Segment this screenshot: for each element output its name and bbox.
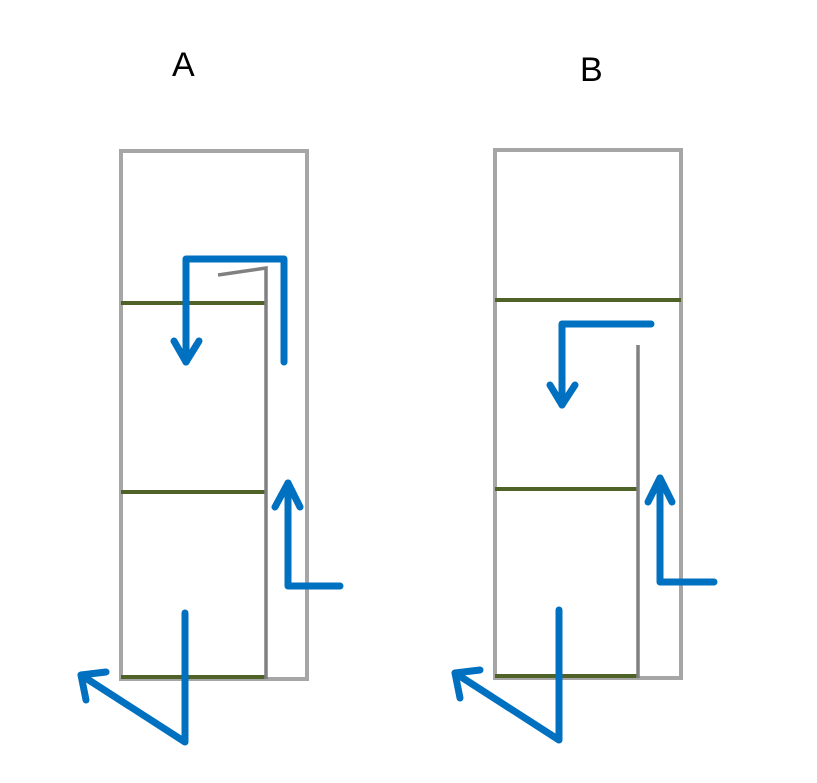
panel-b-label: B [580, 51, 603, 89]
panel-a-bottom-zigzag-arrowhead [77, 668, 110, 704]
panel-b-top-loop-arrowhead [546, 381, 579, 409]
panel-a-frame [119, 149, 309, 681]
panel-a-top-loop-arrow [182, 255, 288, 366]
panel-b-right-up-arrowhead [644, 474, 676, 506]
panel-b-top-loop-arrow [558, 320, 655, 409]
panel-b-frame [493, 148, 683, 680]
panel-a-right-up-arrow [284, 479, 344, 590]
panel-a-right-up-arrowhead [271, 479, 304, 511]
panel-b-bottom-zigzag-arrowhead [451, 666, 484, 702]
panel-a [77, 149, 344, 746]
panel-a-bottom-zigzag-arrow [77, 609, 189, 746]
panel-b [451, 148, 718, 744]
panel-a-label: A [172, 46, 195, 84]
panel-a-top-loop-arrowhead [170, 337, 203, 366]
panel-b-right-up-arrow [656, 474, 718, 586]
panel-b-bottom-zigzag-arrow [451, 606, 563, 744]
panel-a-wall [217, 265, 268, 679]
